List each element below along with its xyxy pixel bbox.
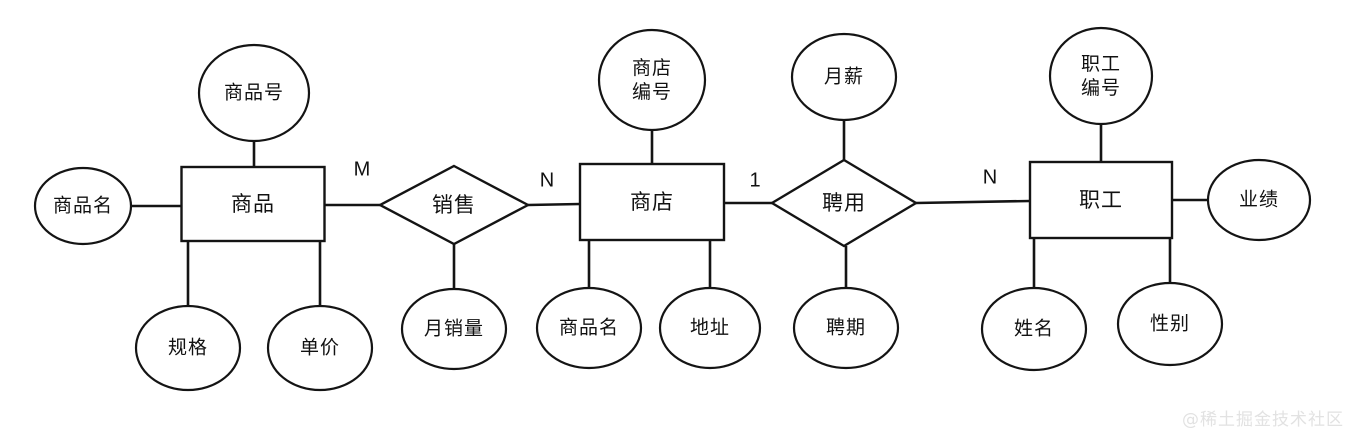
attribute-ellipse bbox=[980, 286, 1088, 372]
attribute-product-name[interactable]: 商品名 bbox=[33, 166, 133, 246]
entity-layer: 商品 商店 职工 bbox=[180, 160, 1174, 243]
entity-product[interactable]: 商品 bbox=[180, 165, 326, 243]
attribute-emp-name[interactable]: 姓名 bbox=[980, 286, 1088, 372]
entity-box bbox=[578, 162, 726, 242]
attribute-label: 月薪 bbox=[824, 66, 864, 88]
entity-store[interactable]: 商店 bbox=[578, 162, 726, 242]
entity-label: 商店 bbox=[630, 190, 674, 214]
attribute-spec[interactable]: 规格 bbox=[134, 304, 242, 392]
relationship-diamond bbox=[377, 164, 531, 246]
attribute-store-goods[interactable]: 商品名 bbox=[535, 286, 643, 370]
attribute-label: 地址 bbox=[690, 317, 730, 339]
attribute-store-no[interactable]: 商店编号 bbox=[597, 28, 707, 132]
attribute-monthly-pay[interactable]: 月薪 bbox=[790, 32, 898, 122]
relationship-diamond bbox=[769, 158, 919, 248]
attribute-label: 商品号 bbox=[224, 82, 284, 104]
attribute-label: 姓名 bbox=[1014, 318, 1054, 340]
attribute-ellipse bbox=[33, 166, 133, 246]
relationship-label: 聘用 bbox=[822, 191, 866, 215]
attribute-ellipse bbox=[197, 43, 311, 143]
relationship-label: 销售 bbox=[432, 193, 476, 217]
entity-box bbox=[180, 165, 326, 243]
attribute-employee-no[interactable]: 职工编号 bbox=[1048, 26, 1154, 126]
attribute-label: 性别 bbox=[1150, 313, 1190, 335]
attribute-product-no[interactable]: 商品号 bbox=[197, 43, 311, 143]
attribute-label: 业绩 bbox=[1239, 189, 1279, 211]
cardinality-card-n-store: N bbox=[540, 169, 554, 191]
attribute-label: 单价 bbox=[300, 337, 340, 359]
entity-box bbox=[1028, 160, 1174, 240]
attribute-ellipse bbox=[792, 286, 900, 370]
attribute-label: 商店编号 bbox=[632, 57, 672, 103]
attribute-ellipse bbox=[266, 304, 374, 392]
attribute-ellipse bbox=[1206, 158, 1312, 242]
connector-layer bbox=[131, 120, 1208, 306]
attribute-label: 月销量 bbox=[424, 318, 484, 340]
relationship-hire[interactable]: 聘用 bbox=[769, 158, 919, 248]
relationship-sell[interactable]: 销售 bbox=[377, 164, 531, 246]
attribute-label: 聘期 bbox=[826, 317, 866, 339]
entity-label: 职工 bbox=[1079, 188, 1123, 212]
attribute-ellipse bbox=[597, 28, 707, 132]
attribute-unit-price[interactable]: 单价 bbox=[266, 304, 374, 392]
attribute-ellipse bbox=[658, 286, 762, 370]
attribute-label: 商品名 bbox=[559, 317, 619, 339]
attribute-performance[interactable]: 业绩 bbox=[1206, 158, 1312, 242]
attribute-hire-term[interactable]: 聘期 bbox=[792, 286, 900, 370]
attribute-address[interactable]: 地址 bbox=[658, 286, 762, 370]
cardinality-card-1-store: 1 bbox=[749, 169, 760, 191]
entity-label: 商品 bbox=[231, 192, 275, 216]
cardinality-layer: M N 1 N bbox=[354, 158, 998, 191]
entity-employee[interactable]: 职工 bbox=[1028, 160, 1174, 240]
attribute-monthly-sales[interactable]: 月销量 bbox=[400, 287, 508, 371]
connector-line bbox=[527, 202, 581, 207]
attribute-ellipse bbox=[1048, 26, 1154, 126]
attribute-label: 规格 bbox=[168, 337, 208, 359]
attribute-ellipse bbox=[400, 287, 508, 371]
cardinality-card-m-product: M bbox=[354, 158, 371, 180]
attribute-ellipse bbox=[134, 304, 242, 392]
attribute-ellipse bbox=[535, 286, 643, 370]
relationship-layer: 销售 聘用 bbox=[377, 158, 919, 248]
attribute-ellipse bbox=[1116, 281, 1224, 367]
connector-line bbox=[915, 199, 1031, 205]
attribute-ellipse bbox=[790, 32, 898, 122]
attribute-layer: 商品号商品名规格单价月销量商店编号商品名地址月薪聘期职工编号业绩姓名性别 bbox=[33, 26, 1312, 392]
attribute-label: 职工编号 bbox=[1081, 53, 1121, 99]
attribute-label: 商品名 bbox=[53, 195, 113, 217]
watermark: @稀土掘金技术社区 bbox=[1182, 410, 1344, 430]
attribute-gender[interactable]: 性别 bbox=[1116, 281, 1224, 367]
cardinality-card-n-employee: N bbox=[983, 166, 997, 188]
